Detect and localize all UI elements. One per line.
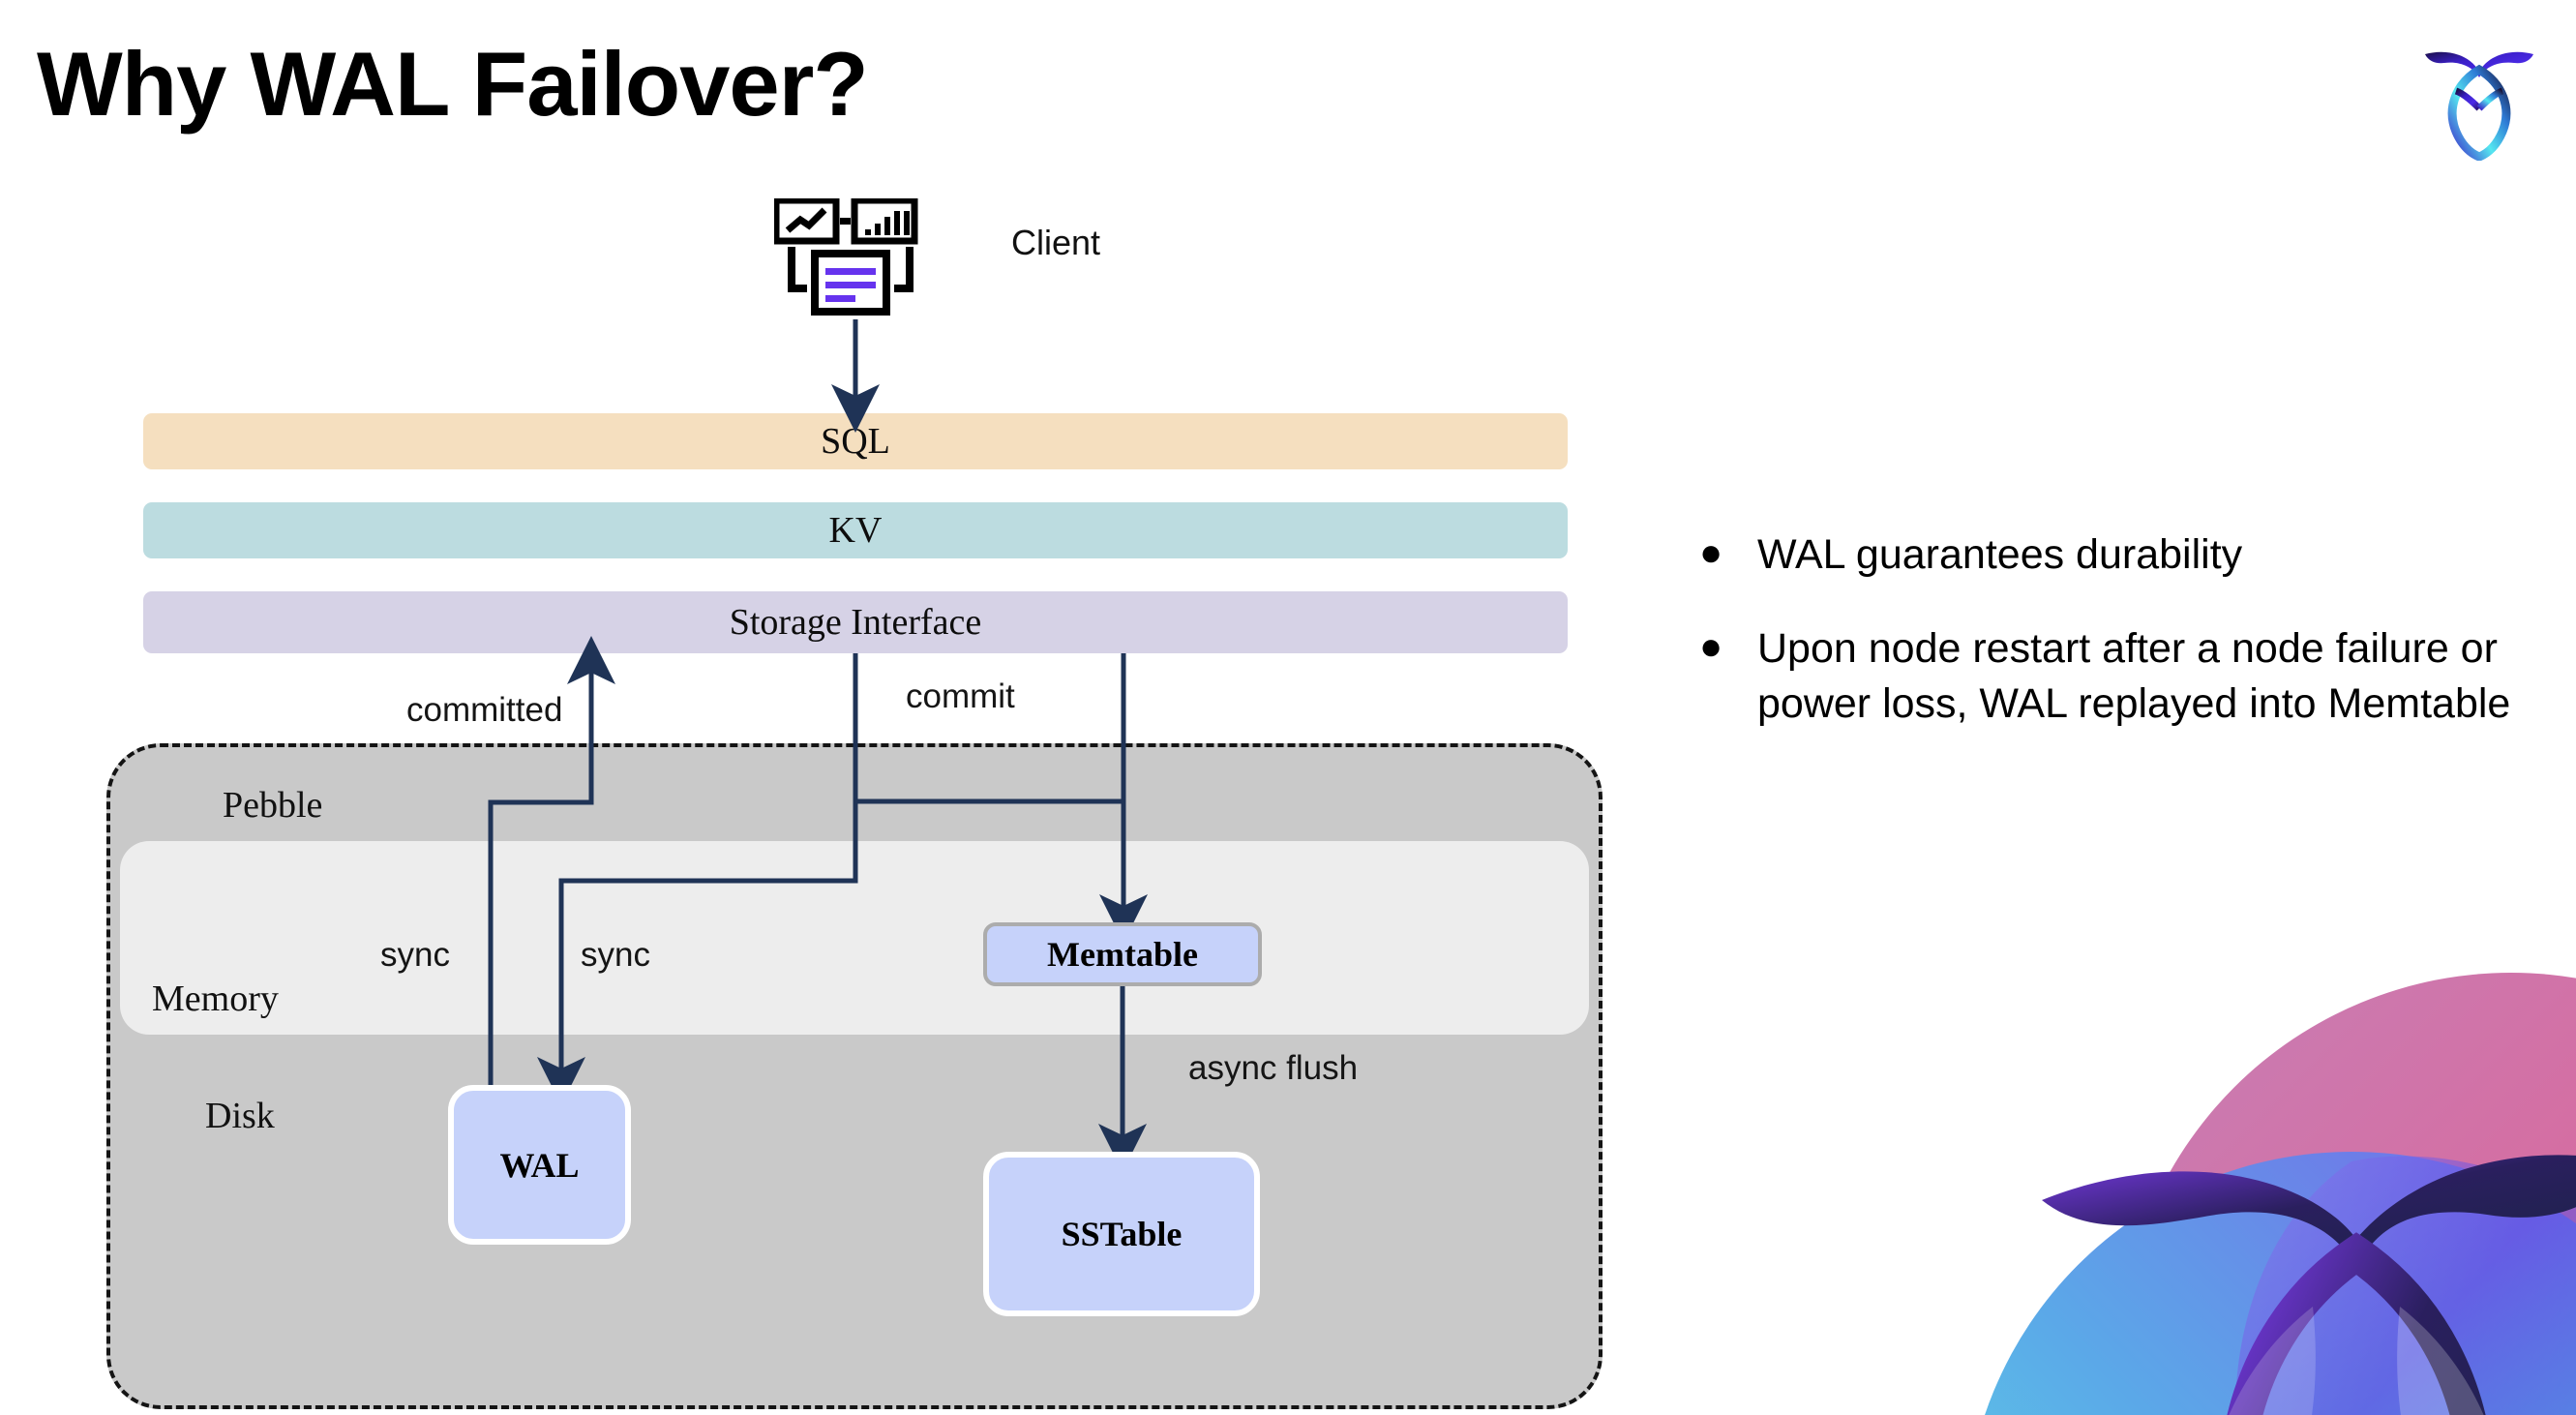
edge-label-committed: committed [406,691,563,729]
layer-kv[interactable]: KV [143,502,1568,558]
pebble-label: Pebble [223,785,323,826]
list-item: ● WAL guarantees durability [1699,527,2531,583]
layer-storage-interface[interactable]: Storage Interface [143,591,1568,653]
edge-label-async-flush: async flush [1188,1049,1359,1087]
notes-list: ● WAL guarantees durability ● Upon node … [1699,527,2531,771]
bullet-marker-icon: ● [1699,625,1723,669]
edge-label-commit: commit [906,677,1015,715]
cockroachdb-logo-icon [2425,51,2533,161]
layer-storage-interface-label: Storage Interface [729,602,982,643]
bullet-marker-icon: ● [1699,531,1723,574]
node-memtable-label: Memtable [1047,935,1198,974]
list-item-text: WAL guarantees durability [1757,531,2243,578]
disk-label: Disk [205,1096,275,1136]
layer-kv-label: KV [828,510,883,551]
layer-sql-label: SQL [821,421,890,462]
node-memtable[interactable]: Memtable [983,922,1262,986]
list-item: ● Upon node restart after a node failure… [1699,621,2531,732]
memory-region [120,841,1589,1035]
client-label: Client [1011,223,1101,262]
page-title: Why WAL Failover? [37,33,869,135]
node-sstable-label: SSTable [1061,1215,1183,1253]
list-item-text: Upon node restart after a node failure o… [1757,625,2511,728]
edge-label-sync-2: sync [581,936,650,974]
node-sstable[interactable]: SSTable [983,1152,1260,1316]
layer-sql[interactable]: SQL [143,413,1568,469]
node-wal[interactable]: WAL [448,1085,631,1245]
edge-label-sync-1: sync [380,936,450,974]
memory-label: Memory [152,978,279,1019]
client-workstation-icon [774,198,918,316]
node-wal-label: WAL [499,1145,580,1185]
cockroachdb-gradient-mark [1985,973,2576,1415]
